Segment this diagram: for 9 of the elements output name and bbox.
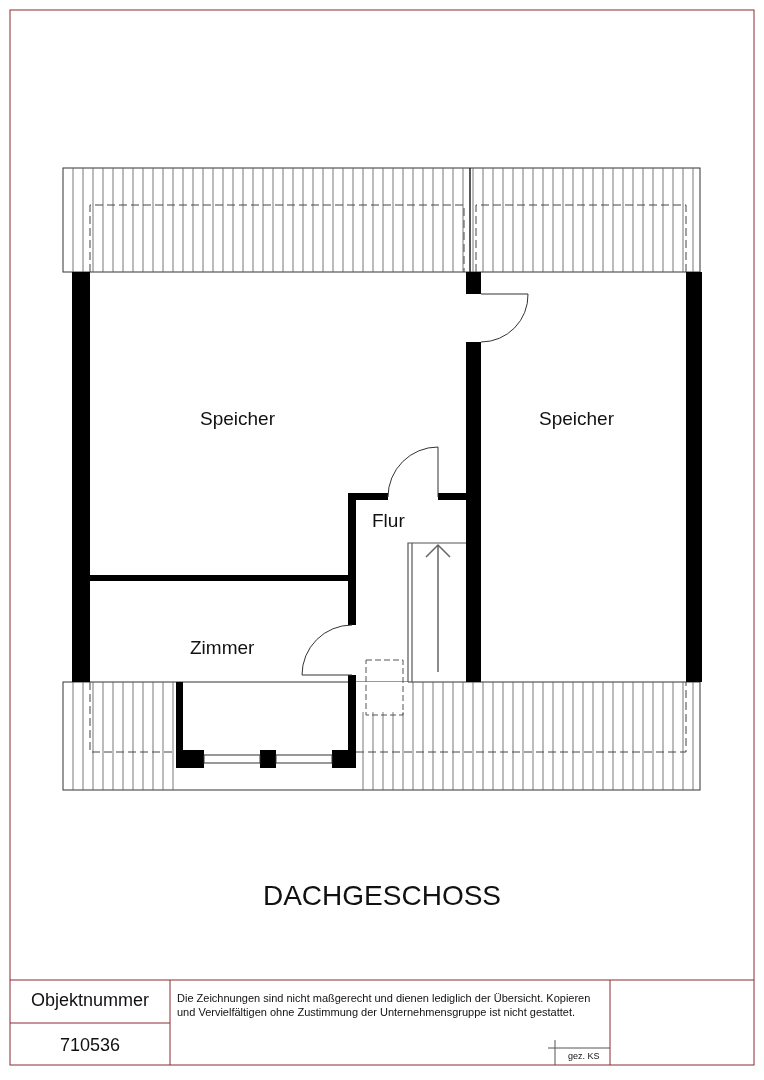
object-number: 710536 (58, 1035, 122, 1056)
floor-title: DACHGESCHOSS (261, 880, 502, 912)
room-label: Zimmer (190, 637, 255, 659)
room-label: Flur (372, 510, 405, 532)
disclaimer-note: Die Zeichnungen sind nicht maßgerecht und dienen lediglich der Übersicht. Kopieren und Vervielfältigen ohne Zustimmung der Unternehmensgruppe ist nicht gestattet. (177, 991, 592, 1019)
drawn-by-note: gez. KS (568, 1051, 600, 1061)
field-label: Objektnummer (29, 990, 150, 1011)
room-label: Speicher (200, 408, 275, 430)
room-label: Speicher (539, 408, 614, 430)
